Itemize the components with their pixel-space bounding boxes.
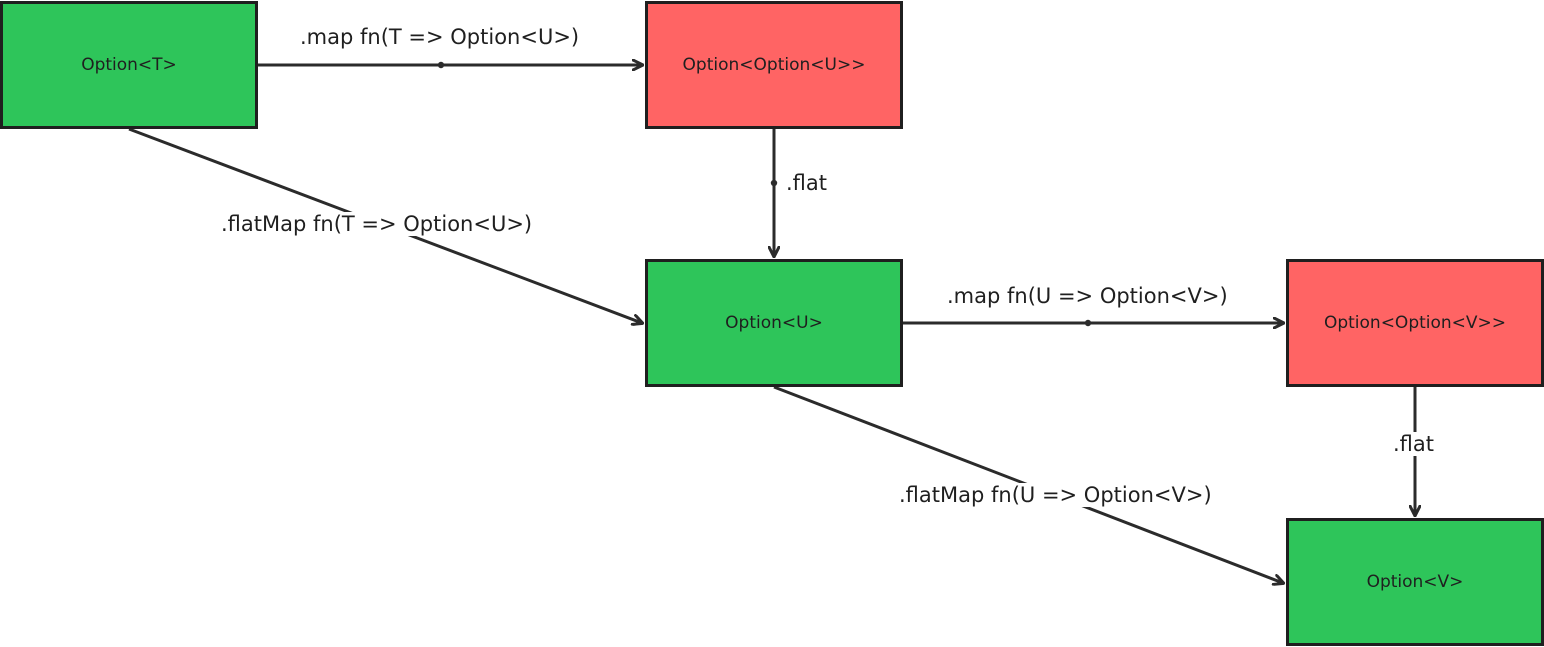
- node-option-v: Option<V>: [1286, 518, 1544, 646]
- node-option-option-v: Option<Option<V>>: [1286, 259, 1544, 387]
- edge-label-flat-v: .flat: [1390, 432, 1438, 456]
- edge-label-flatmap-t-to-u: .flatMap fn(T => Option<U>): [218, 212, 536, 236]
- edge-label-map-t-to-u: .map fn(T => Option<U>): [297, 25, 583, 49]
- edge-label-map-u-to-v: .map fn(U => Option<V>): [944, 284, 1231, 308]
- node-label: Option<T>: [81, 55, 177, 75]
- node-option-t: Option<T>: [0, 1, 258, 129]
- node-label: Option<U>: [725, 313, 823, 333]
- edge-midpoint-dot: [1084, 319, 1092, 327]
- edge-label-flatmap-u-to-v: .flatMap fn(U => Option<V>): [896, 483, 1215, 507]
- node-option-option-u: Option<Option<U>>: [645, 1, 903, 129]
- edge-midpoint-dot: [437, 61, 445, 69]
- node-label: Option<Option<U>>: [682, 55, 866, 75]
- node-label: Option<Option<V>>: [1323, 313, 1507, 333]
- edge-label-flat-u: .flat: [783, 171, 831, 195]
- edge-midpoint-dot: [770, 179, 778, 187]
- node-option-u: Option<U>: [645, 259, 903, 387]
- node-label: Option<V>: [1366, 572, 1464, 592]
